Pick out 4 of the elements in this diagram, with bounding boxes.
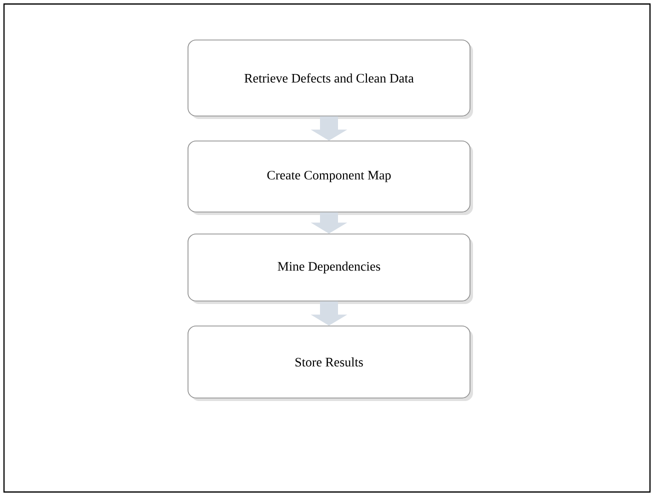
process-box: Store Results [188,326,470,398]
process-box: Create Component Map [188,140,470,212]
process-box: Mine Dependencies [188,234,470,302]
process-box: Retrieve Defects and Clean Data [188,40,470,116]
